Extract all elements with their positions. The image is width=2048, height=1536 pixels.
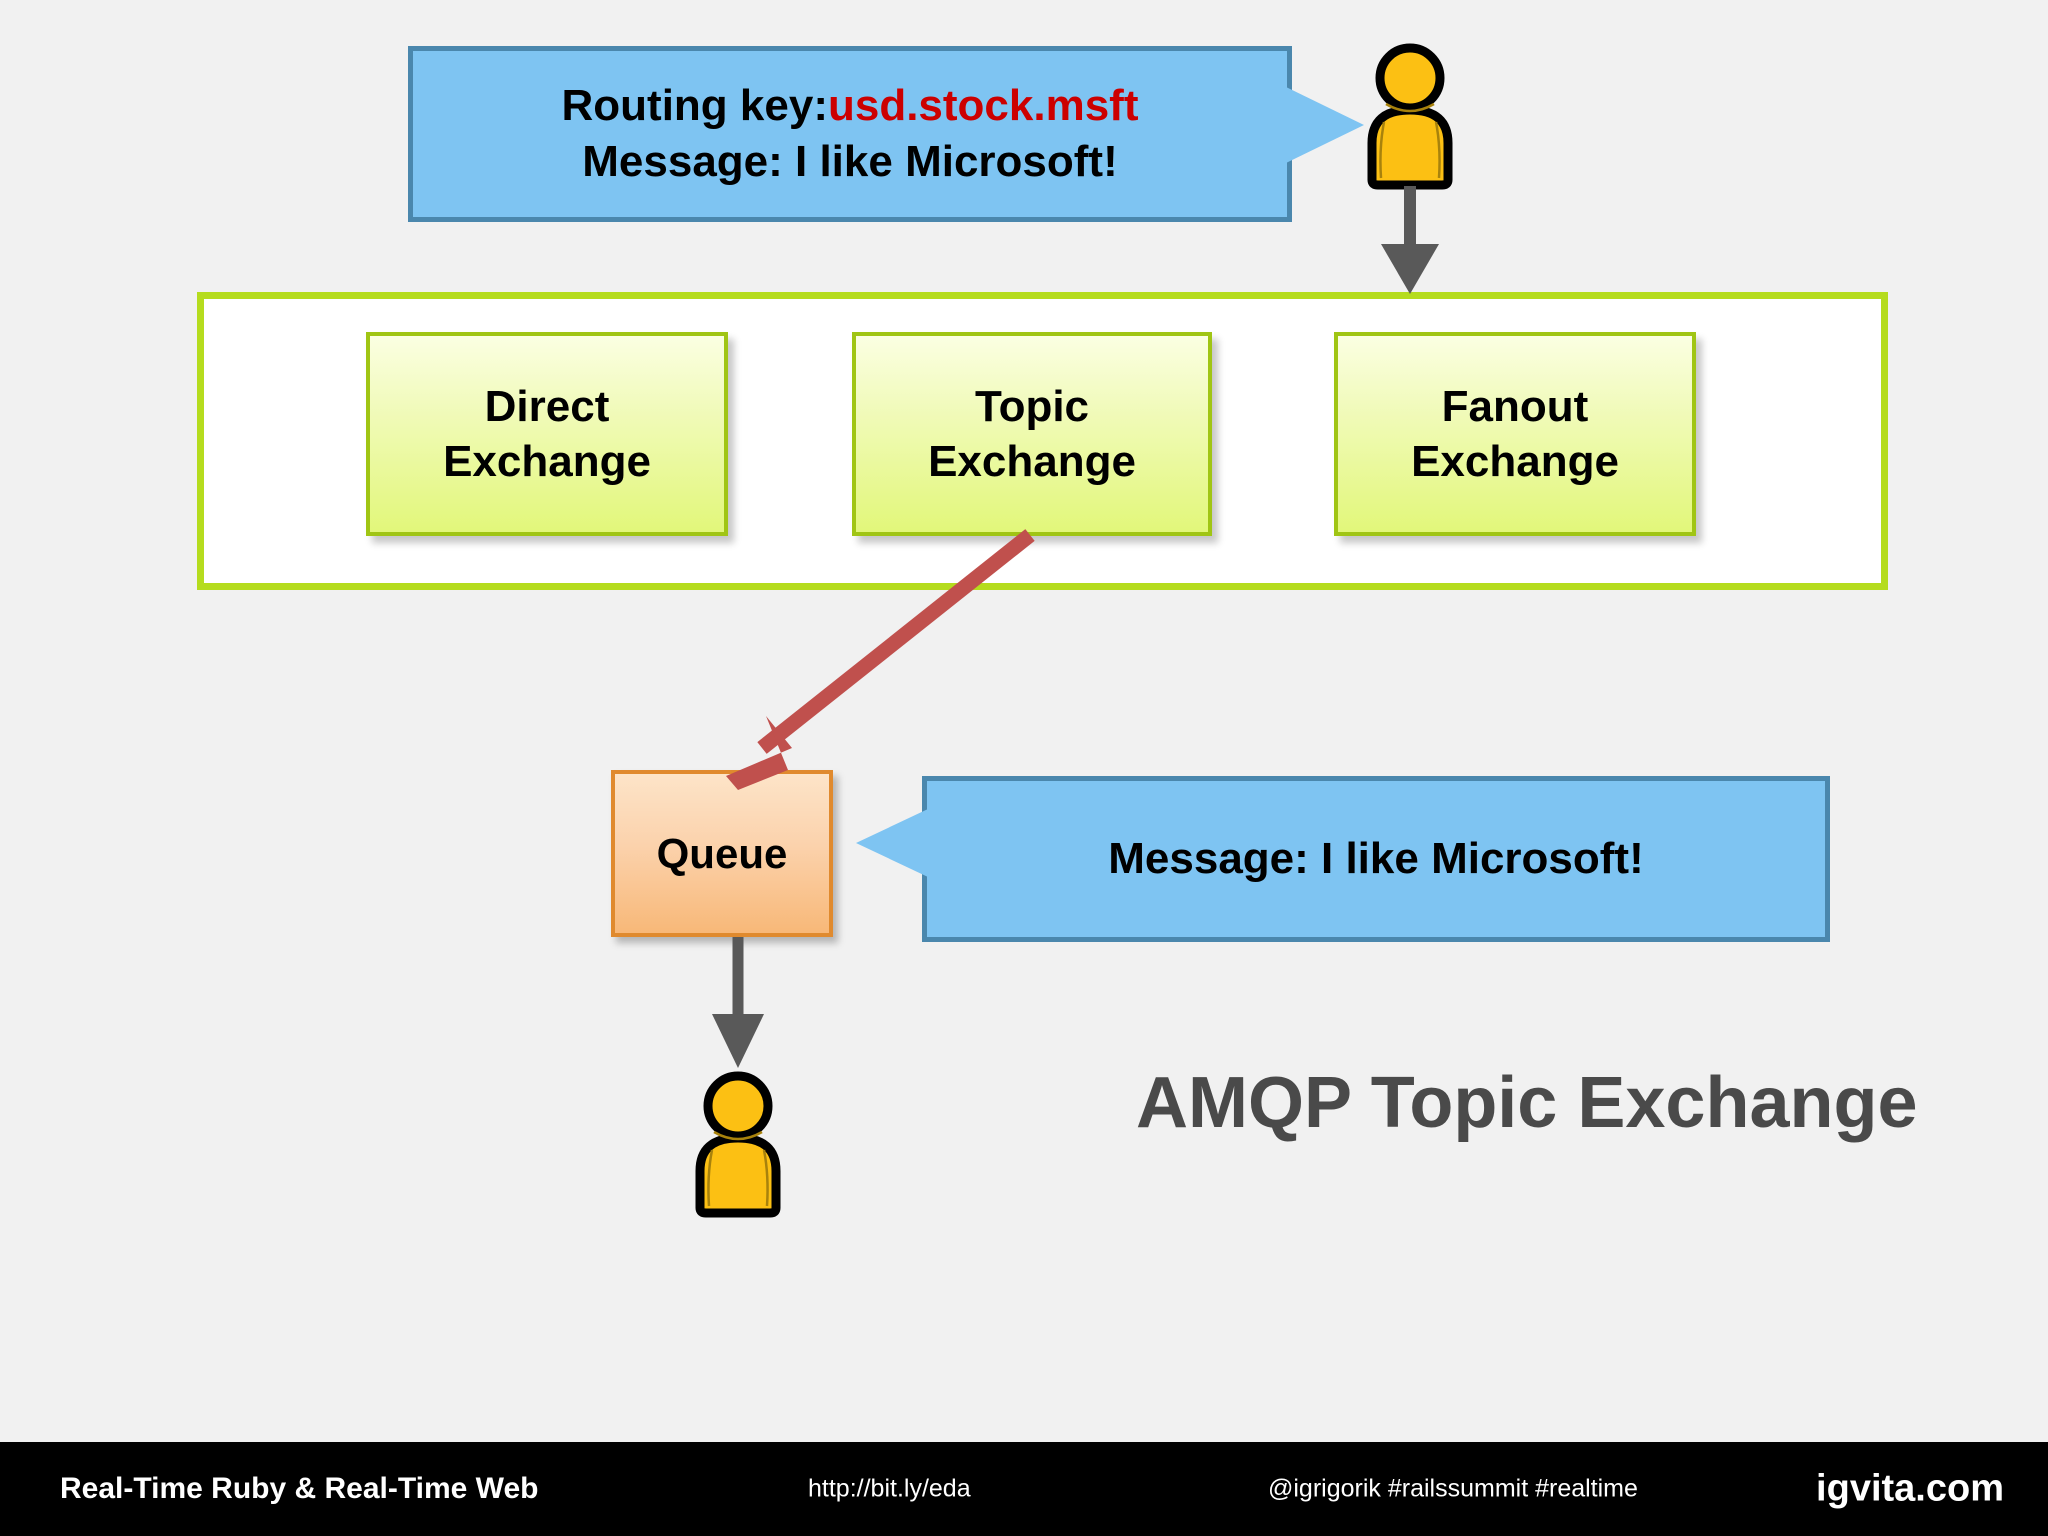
arrow-queue-to-consumer	[712, 937, 764, 1068]
exchange-box-fanout[interactable]: Fanout Exchange	[1334, 332, 1696, 536]
exchange-direct-line1: Direct	[484, 381, 610, 431]
exchange-box-direct[interactable]: Direct Exchange	[366, 332, 728, 536]
footer-social-tags: @igrigorik #railssummit #realtime	[1268, 1474, 1638, 1503]
exchange-fanout-line2: Exchange	[1411, 437, 1619, 486]
queue-box[interactable]: Queue	[611, 770, 833, 937]
producer-person-icon	[1360, 40, 1460, 190]
routing-key-line: Routing key:usd.stock.msft	[562, 78, 1139, 134]
exchange-topic-line2: Exchange	[928, 437, 1136, 486]
routing-key-label: Routing key:	[561, 80, 828, 130]
producer-message-line: Message: I like Microsoft!	[582, 137, 1118, 186]
consumer-message-line: Message: I like Microsoft!	[1108, 833, 1644, 883]
arrow-producer-to-exchange	[1381, 186, 1439, 294]
exchange-fanout-line1: Fanout	[1441, 381, 1589, 431]
exchange-direct-line2: Exchange	[443, 437, 651, 486]
footer-brand-logo[interactable]: igvita.com	[1816, 1467, 2004, 1510]
bubble-tail	[1286, 87, 1364, 163]
bubble-tail	[856, 809, 928, 877]
queue-label: Queue	[656, 829, 788, 877]
footer-bar: Real-Time Ruby & Real-Time Web http://bi…	[0, 1442, 2048, 1536]
footer-deck-title: Real-Time Ruby & Real-Time Web	[60, 1472, 539, 1505]
exchange-topic-line1: Topic	[974, 381, 1090, 431]
consumer-person-icon	[688, 1068, 788, 1218]
consumer-message-bubble: Message: I like Microsoft!	[843, 776, 1830, 942]
slide-title: AMQP Topic Exchange	[1136, 1063, 1918, 1143]
producer-message-bubble: Routing key:usd.stock.msft Message: I li…	[408, 46, 1377, 222]
footer-url[interactable]: http://bit.ly/eda	[808, 1474, 971, 1503]
routing-key-value: usd.stock.msft	[827, 80, 1139, 130]
exchange-box-topic[interactable]: Topic Exchange	[852, 332, 1212, 536]
